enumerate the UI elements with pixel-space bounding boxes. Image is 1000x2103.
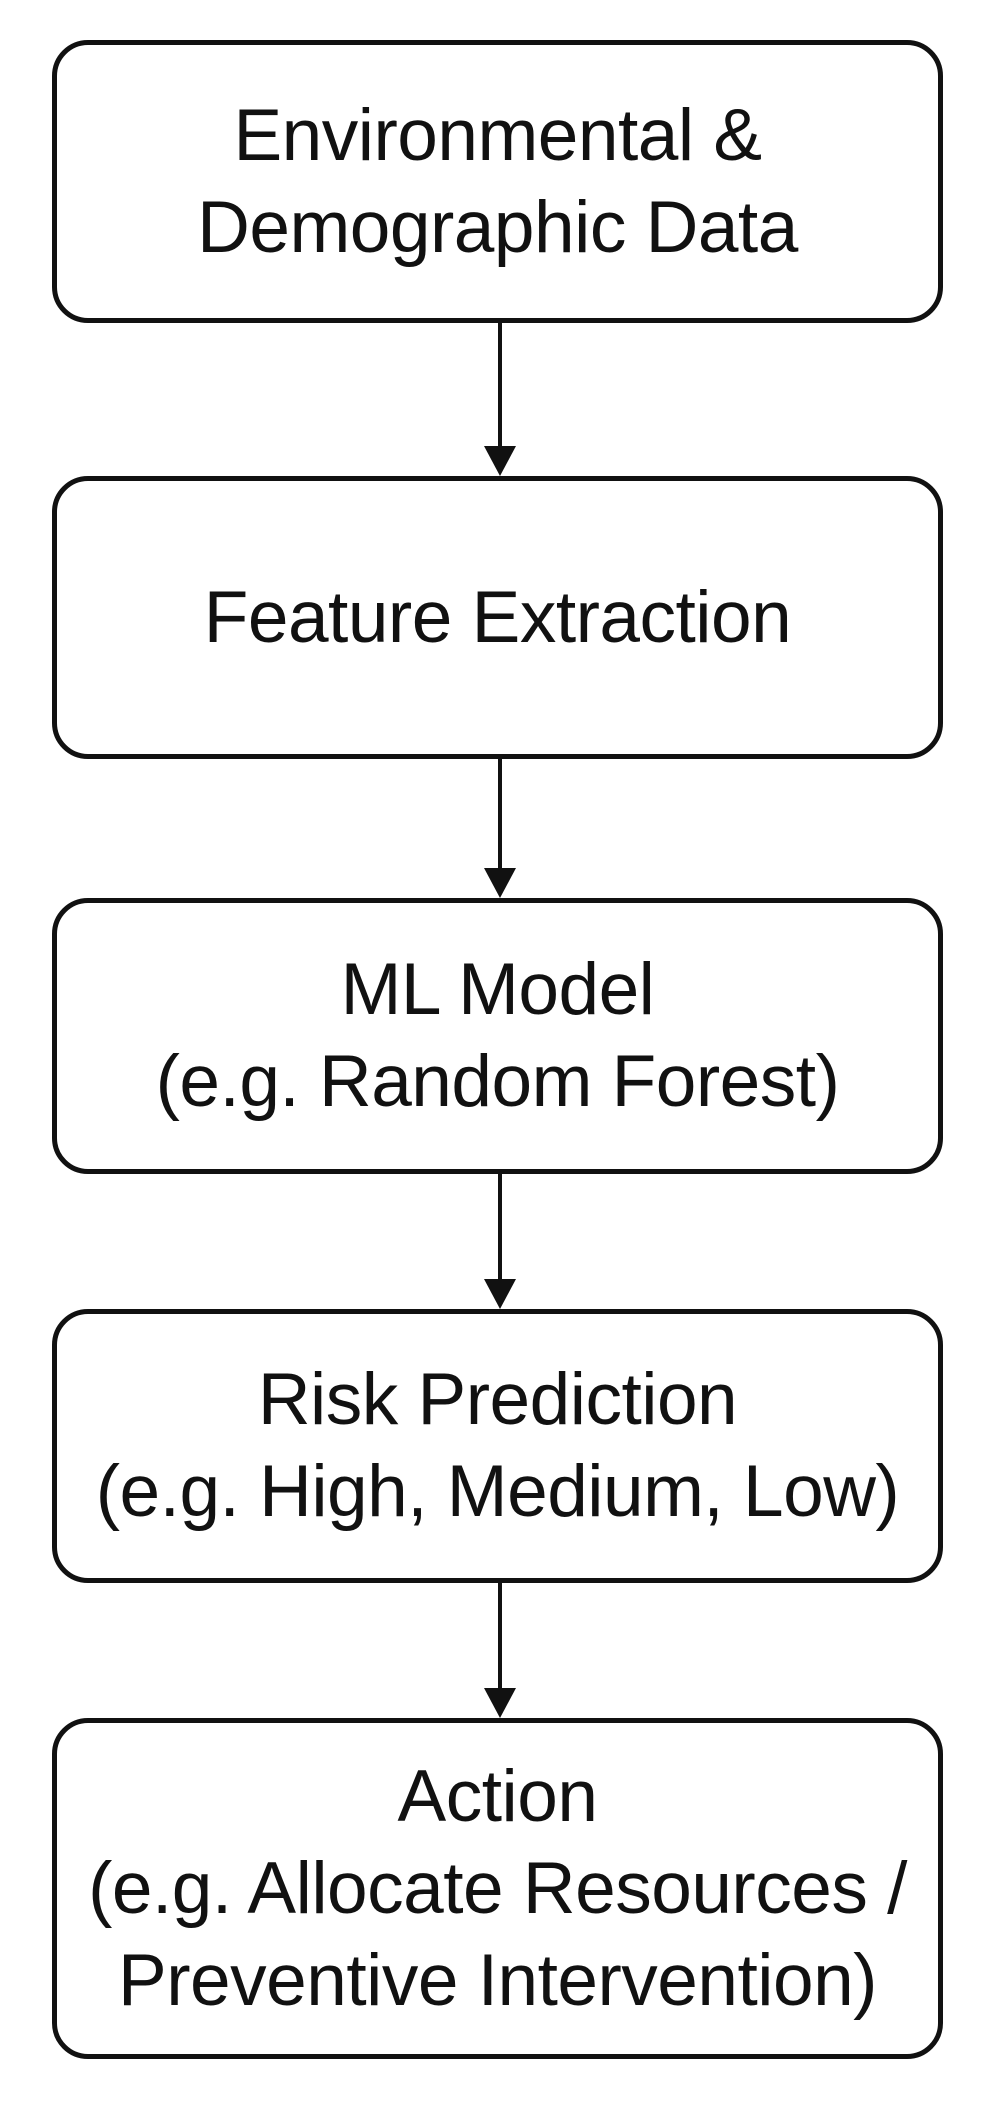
arrow-shaft: [498, 1174, 502, 1281]
arrow-head: [484, 1279, 516, 1309]
arrow-head: [484, 868, 516, 898]
step-box-action: Action (e.g. Allocate Resources / Preven…: [52, 1718, 943, 2059]
arrow-head: [484, 446, 516, 476]
step-box-data-input: Environmental & Demographic Data: [52, 40, 943, 323]
step-box-risk-prediction: Risk Prediction (e.g. High, Medium, Low): [52, 1309, 943, 1583]
arrow-down-icon: [484, 759, 516, 898]
step-label-line: Feature Extraction: [203, 576, 792, 658]
step-label-line: (e.g. Allocate Resources /: [88, 1847, 907, 1929]
arrow-shaft: [498, 1583, 502, 1690]
step-label-line: Action: [397, 1755, 598, 1837]
step-label-line: ML Model: [340, 949, 655, 1030]
step-label-line: (e.g. Random Forest): [155, 1041, 840, 1122]
step-box-ml-model: ML Model (e.g. Random Forest): [52, 898, 943, 1174]
step-label-line: (e.g. High, Medium, Low): [95, 1451, 900, 1532]
arrow-shaft: [498, 323, 502, 448]
arrow-down-icon: [484, 1174, 516, 1309]
step-label-line: Preventive Intervention): [118, 1939, 877, 2021]
arrow-down-icon: [484, 323, 516, 476]
step-box-feature-extraction: Feature Extraction: [52, 476, 943, 759]
step-label-line: Risk Prediction: [257, 1359, 738, 1440]
step-label-line: Demographic Data: [197, 186, 798, 268]
arrow-down-icon: [484, 1583, 516, 1718]
arrow-head: [484, 1688, 516, 1718]
step-label-line: Environmental &: [233, 94, 762, 176]
arrow-shaft: [498, 759, 502, 870]
